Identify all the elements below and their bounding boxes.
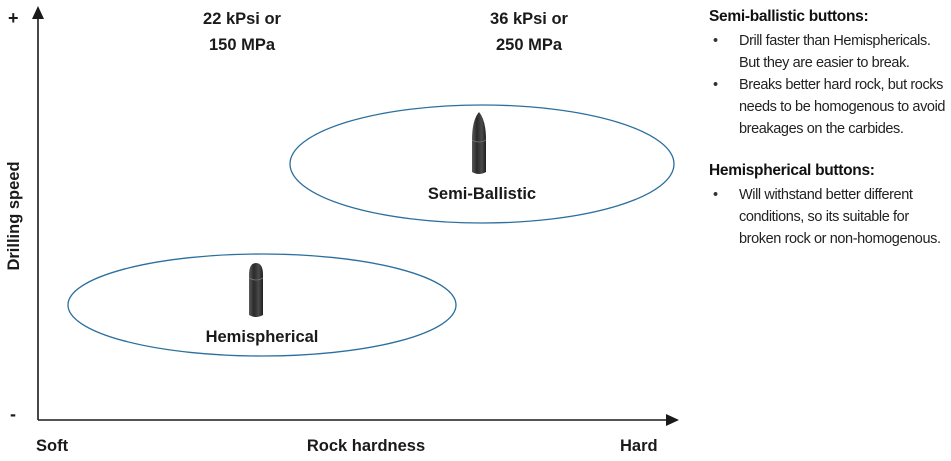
pressure-label-low-line2: 150 MPa: [209, 36, 276, 54]
hemispherical-ellipse: [67, 253, 457, 357]
y-axis-arrow-icon: [32, 6, 44, 19]
bullet-text: Will withstand better different conditio…: [739, 187, 941, 247]
bullet-text: Drill faster than Hemisphericals. But th…: [739, 33, 931, 71]
y-axis-label: Drilling speed: [5, 161, 23, 270]
pressure-label-low-line1: 22 kPsi or: [203, 10, 282, 28]
x-axis-label: Rock hardness: [307, 437, 425, 455]
pressure-label-high-line2: 250 MPa: [496, 36, 563, 54]
hemispherical-label: Hemispherical: [206, 328, 319, 346]
pressure-label-high-line1: 36 kPsi or: [490, 10, 569, 28]
bullet-icon: •: [713, 77, 718, 93]
x-axis-right-label: Hard: [620, 437, 658, 455]
hemispherical-button-icon: [248, 263, 264, 317]
hemispherical-notes-title: Hemispherical buttons:: [709, 162, 875, 179]
y-axis-bottom-marker: -: [10, 404, 16, 424]
semi-ballistic-notes-list: • Drill faster than Hemisphericals. But …: [709, 30, 951, 140]
bullet-text: Breaks better hard rock, but rocks needs…: [739, 77, 946, 137]
semi-ballistic-label: Semi-Ballistic: [428, 185, 536, 203]
semi-ballistic-notes-title: Semi-ballistic buttons:: [709, 8, 869, 25]
list-item: • Will withstand better different condit…: [709, 184, 951, 250]
list-item: • Breaks better hard rock, but rocks nee…: [709, 74, 951, 140]
list-item: • Drill faster than Hemisphericals. But …: [709, 30, 951, 74]
y-axis-top-marker: +: [8, 8, 19, 28]
bullet-icon: •: [713, 187, 718, 203]
x-axis-left-label: Soft: [36, 437, 69, 455]
semi-ballistic-ellipse: [289, 104, 675, 224]
notes-panel: Semi-ballistic buttons: • Drill faster t…: [709, 8, 951, 250]
semi-ballistic-button-icon: [471, 112, 487, 174]
hemispherical-notes-list: • Will withstand better different condit…: [709, 184, 951, 250]
bullet-icon: •: [713, 33, 718, 49]
x-axis-arrow-icon: [666, 414, 679, 426]
